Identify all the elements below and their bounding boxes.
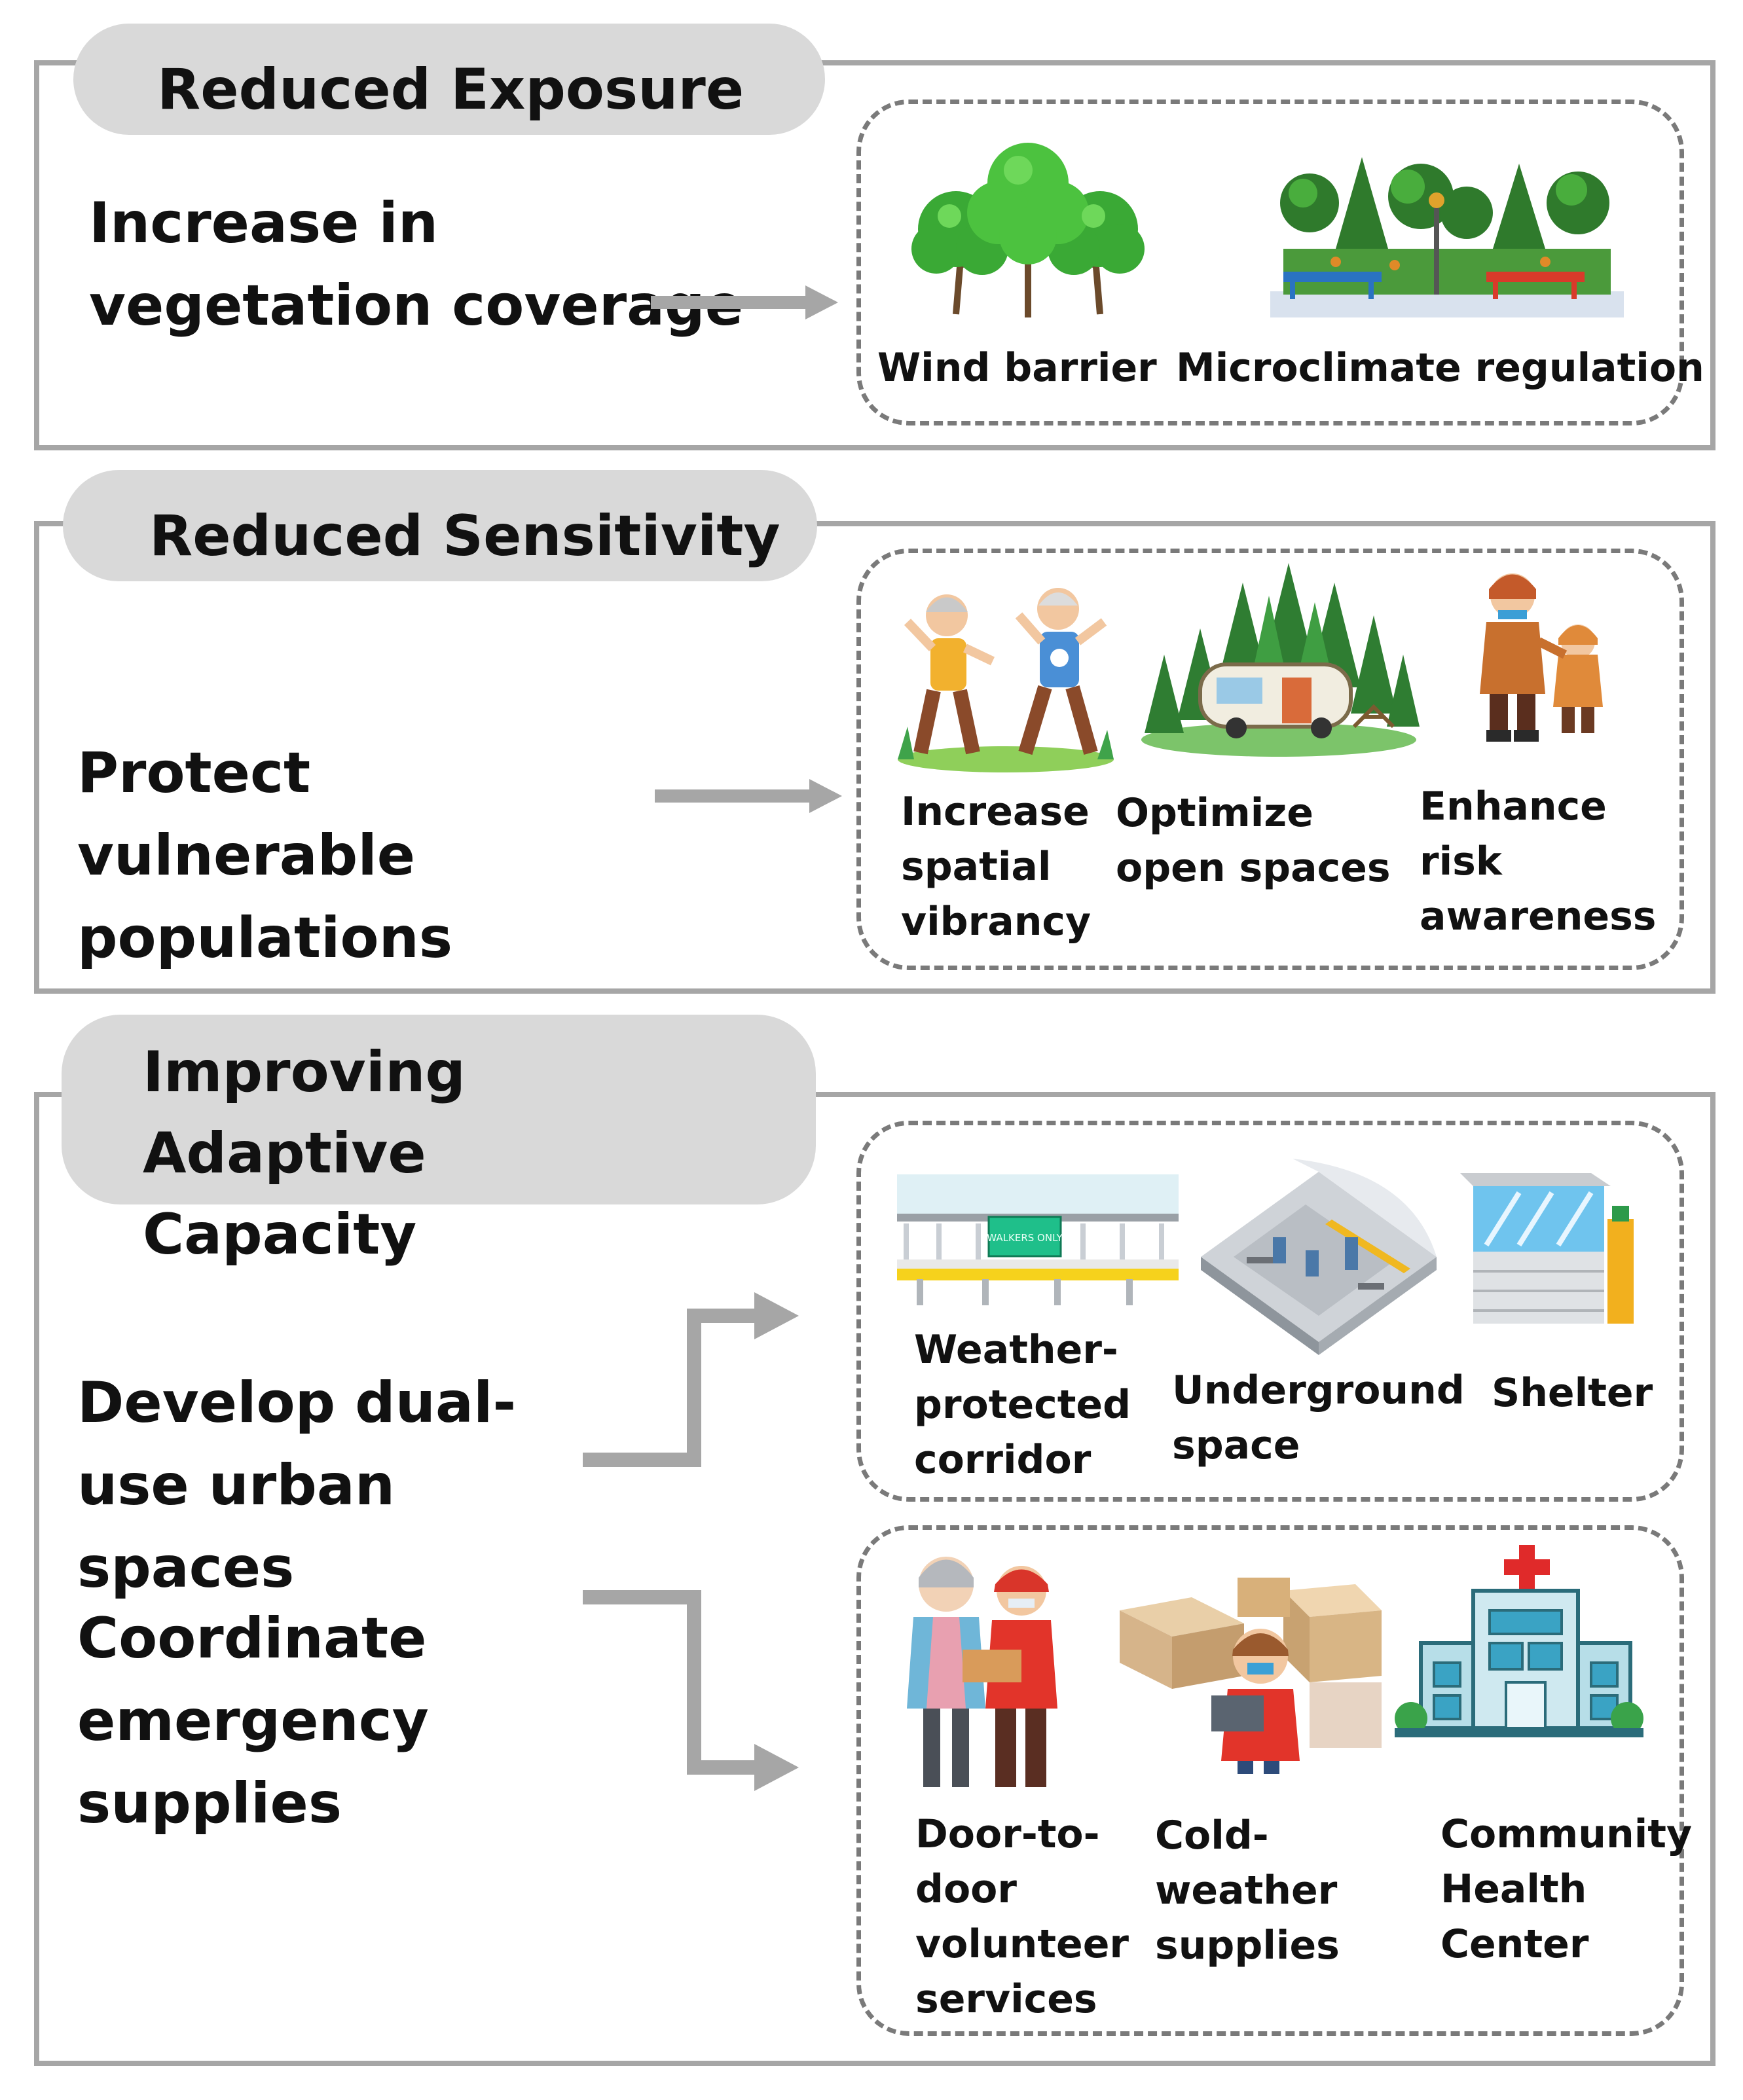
spatial-vibrancy-label: Increase spatial vibrancy <box>901 789 1092 945</box>
corridor-icon: WALKERS ONLY <box>897 1174 1179 1305</box>
dual-use-strategy: Develop dual-use urban spaces <box>77 1370 517 1601</box>
vegetation-strategy: Increase in vegetation coverage <box>89 190 744 338</box>
emergency-supplies-strategy: Coordinate emergency supplies <box>77 1606 429 1836</box>
arrow-elbow-up <box>583 1292 799 1467</box>
shelter-icon <box>1460 1173 1634 1324</box>
hospital-icon <box>1395 1545 1643 1737</box>
corridor-label: Weather-protected corridor <box>914 1327 1131 1483</box>
underground-space-label: Underground space <box>1172 1367 1465 1468</box>
vulnerable-populations-strategy: Protect vulnerable populations <box>77 740 453 971</box>
adaptive-capacity-title: Improving Adaptive Capacity <box>62 1015 816 1267</box>
winter-family-icon <box>1480 573 1603 742</box>
cold-weather-supplies-label: Cold-weather supplies <box>1155 1813 1340 1968</box>
volunteer-icon <box>907 1557 1057 1787</box>
underground-station-icon <box>1201 1159 1437 1355</box>
microclimate-regulation-label: Microclimate regulation <box>1176 345 1704 391</box>
arrow-right <box>651 285 838 319</box>
risk-awareness-label: Enhance risk awareness <box>1420 784 1657 939</box>
open-spaces-label: Optimize open spaces <box>1116 790 1391 891</box>
wind-barrier-label: Wind barrier <box>877 345 1157 391</box>
reduced-exposure-title: Reduced Exposure <box>73 24 825 135</box>
reduced-sensitivity-title: Reduced Sensitivity <box>63 470 817 581</box>
arrow-elbow-down <box>583 1590 799 1791</box>
arrow-right <box>655 779 842 813</box>
corridor-sign: WALKERS ONLY <box>987 1232 1063 1244</box>
camping-caravan-icon <box>1141 563 1420 757</box>
sensitivity-measures-box <box>856 549 1684 970</box>
health-center-label: Community Health Center <box>1440 1811 1693 1967</box>
emergency-measures-box <box>856 1525 1684 2036</box>
shelter-label: Shelter <box>1492 1370 1653 1416</box>
volunteer-services-label: Door-to-door volunteer services <box>915 1811 1129 2022</box>
park-icon <box>1270 157 1624 317</box>
dual-use-measures-box <box>856 1121 1684 1502</box>
trees-icon <box>911 143 1145 317</box>
exposure-measures-box <box>856 100 1684 425</box>
exercising-elders-icon <box>898 588 1114 772</box>
supplies-boxes-icon <box>1120 1578 1382 1774</box>
